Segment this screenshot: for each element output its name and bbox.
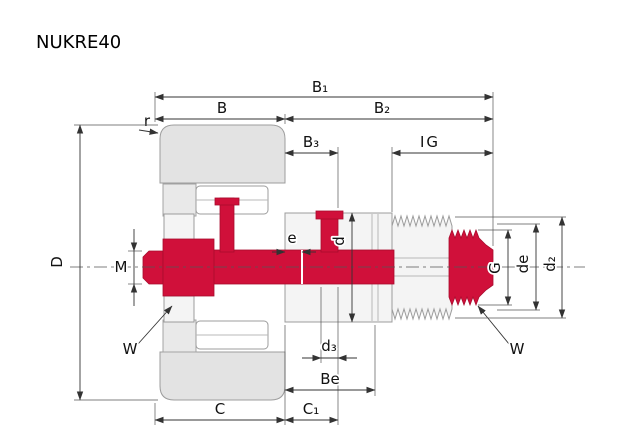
dim-c: C [154,398,286,425]
stud-end-cap [142,250,164,285]
label-c: C [215,400,225,418]
dim-be: Be [284,325,376,425]
dim-m: M [113,229,142,306]
dim-b2: B₂ [284,97,494,123]
label-d2: d₂ [541,256,559,272]
dim-d: d [328,212,356,323]
dim-b3: B₃ [284,131,339,208]
label-be: Be [320,370,340,388]
grease-hole-left [219,197,235,253]
label-ig: IG [420,133,440,151]
dim-de: de [497,223,540,311]
thrust-washer-bottom [163,295,195,323]
side-plate-top [162,183,197,217]
label-b: B [217,99,227,117]
dim-ig: IG [391,131,494,212]
label-c1: C₁ [303,400,320,418]
dim-r: r [138,110,159,135]
label-w-left: W [123,340,138,358]
grease-hole-right-cap [315,210,344,220]
dim-c1: C₁ [284,398,339,424]
label-g: G [486,262,504,274]
outer-ring-bottom [159,351,286,401]
label-d-outer: D [48,256,66,268]
label-de: de [514,255,532,274]
stud-flange [162,238,215,297]
label-b3: B₃ [303,133,319,151]
label-m: M [115,258,128,276]
label-e: e [287,229,296,247]
label-d3: d₃ [321,337,337,355]
cam-follower-section [70,124,585,401]
dim-e: e [272,227,316,256]
dim-w-left: W [121,305,173,360]
label-b1: B₁ [312,78,328,96]
grease-hole-left-cap [214,197,240,206]
dim-d2: d₂ [455,216,566,319]
dim-d-outer: D [46,124,158,401]
label-r: r [144,112,151,130]
dim-d3: d₃ [302,287,357,425]
label-d: d [330,236,348,246]
thrust-washer-top [163,213,195,241]
page-title: NUKRE40 [36,32,121,53]
label-b2: B₂ [374,99,390,117]
dim-b: B [154,97,286,124]
label-w-right: W [510,340,525,358]
outer-ring-top [159,124,286,184]
dim-g: G [478,229,512,306]
thread-section [391,214,453,321]
dim-w-right: W [477,305,526,360]
stud-thread-end [448,228,494,307]
side-plate-bottom [162,319,197,353]
